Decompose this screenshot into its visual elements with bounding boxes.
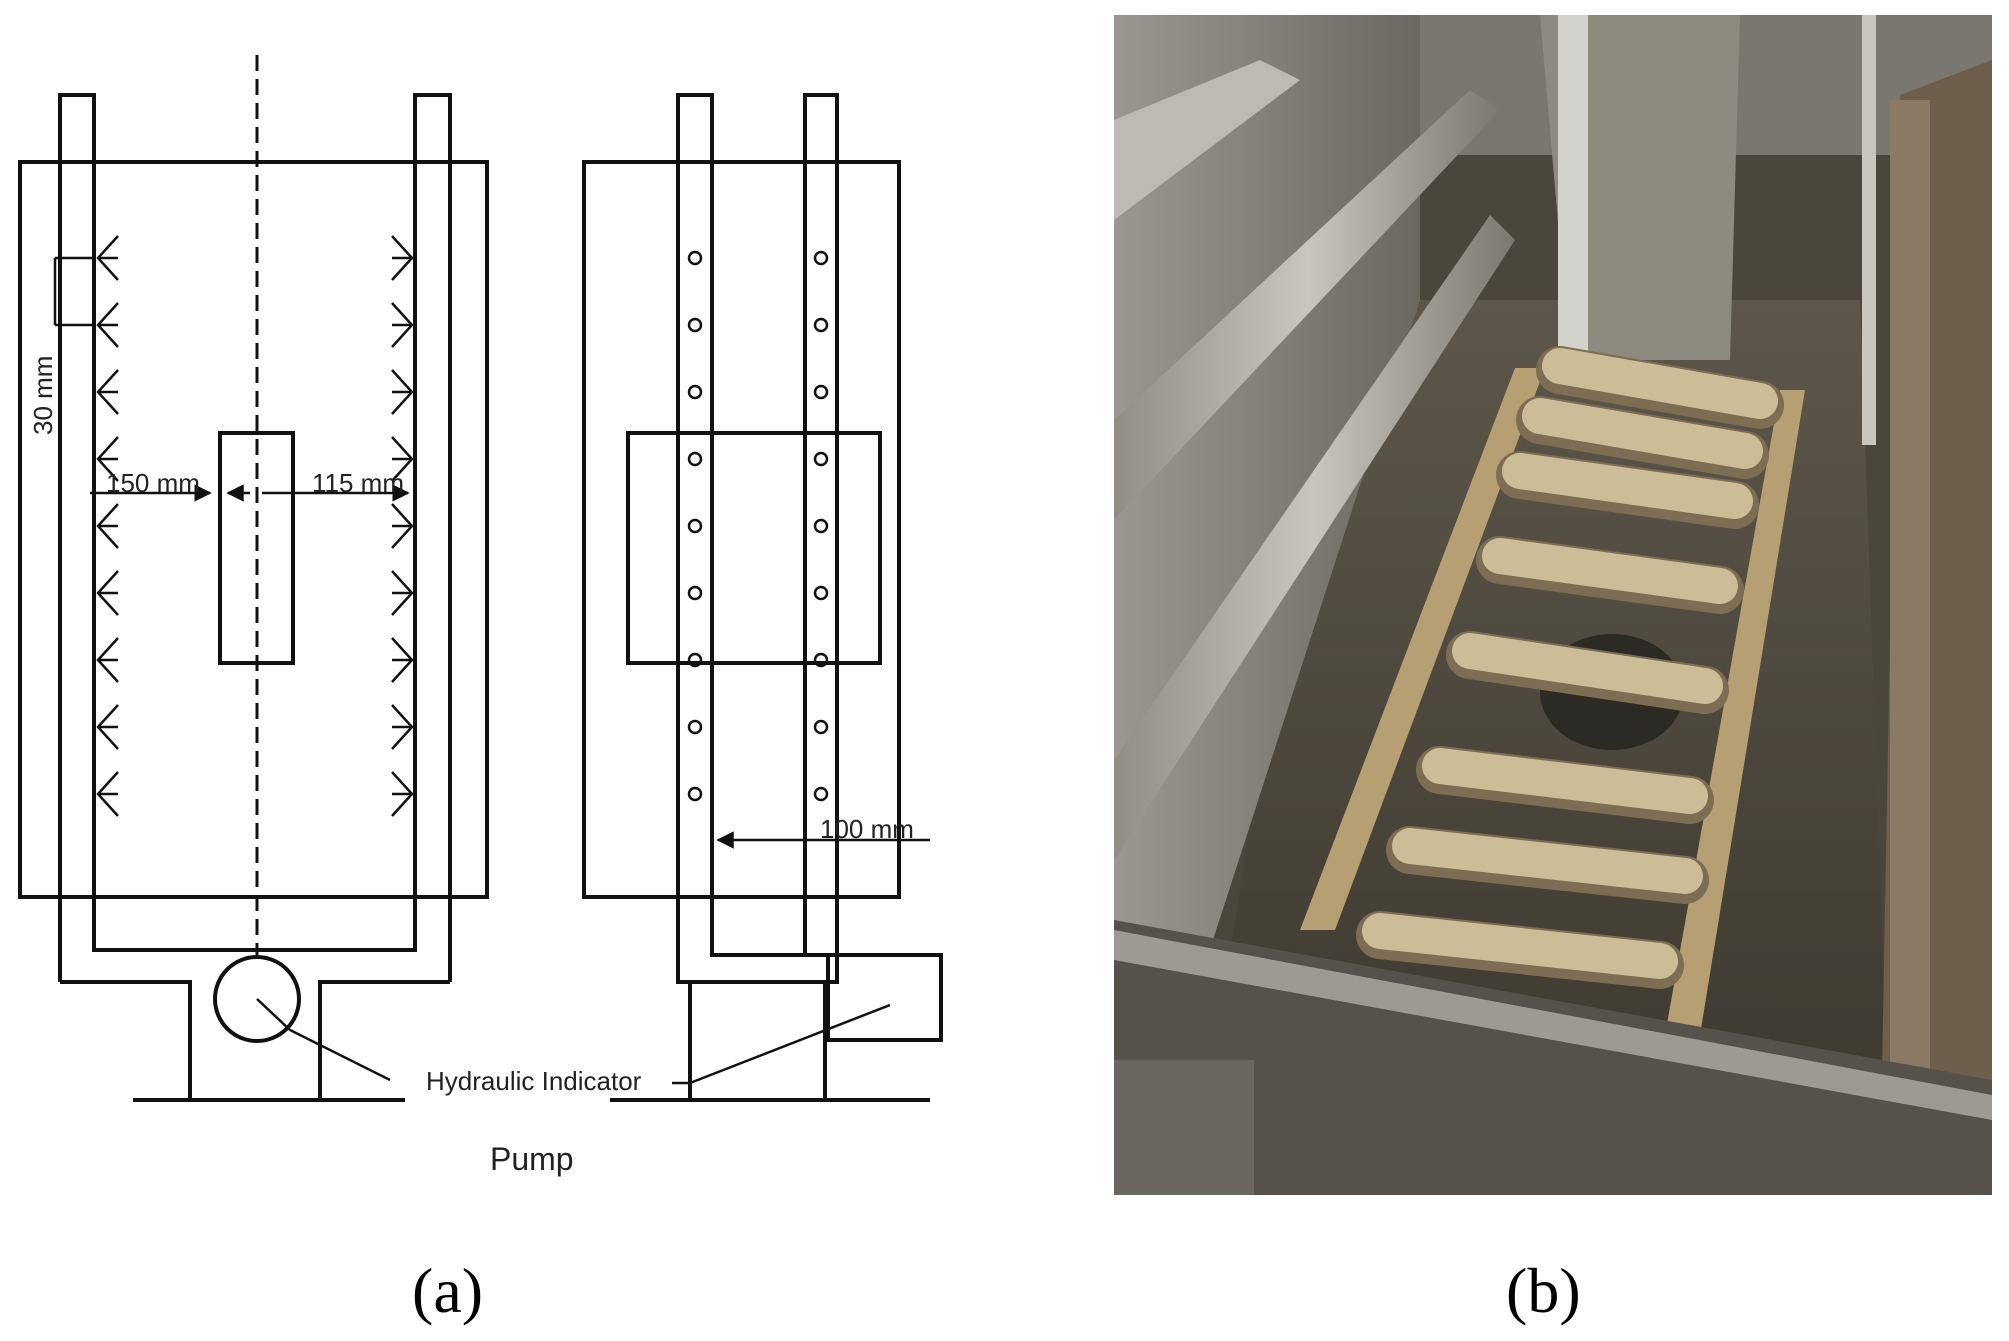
nozzle-chevron-left	[96, 570, 119, 616]
roller	[1522, 398, 1763, 469]
dimension-label-115mm: 115 mm	[312, 468, 404, 498]
nozzle-chevron-left	[96, 436, 119, 482]
nozzle-chevron-right	[391, 436, 414, 482]
spray-hole	[813, 384, 829, 400]
nozzle-chevron-left	[96, 369, 119, 415]
spray-hole	[813, 317, 829, 333]
dimension-horizontal: 150 mm 115 mm	[90, 468, 410, 502]
side-view-pipe	[676, 93, 839, 982]
specimen-rollers	[1356, 346, 1784, 989]
specimen-side	[626, 431, 882, 665]
leader-right	[689, 1003, 891, 1085]
pump-base	[60, 980, 450, 1100]
nozzle-chevron-left	[96, 503, 119, 549]
panel-a-diagram: 30 mm 150 mm 115 mm	[18, 55, 943, 1326]
spray-hole	[687, 451, 703, 467]
dimension-label-30mm: 30 mm	[28, 356, 58, 435]
nozzle-chevron-right	[391, 637, 414, 683]
spray-hole	[687, 786, 703, 802]
spray-hole	[813, 451, 829, 467]
nozzle-chevron-right	[391, 704, 414, 750]
spray-hole	[813, 786, 829, 802]
spray-hole	[687, 384, 703, 400]
nozzle-chevron-left	[96, 235, 119, 281]
spray-holes-right	[813, 250, 829, 802]
spray-holes-left	[687, 250, 703, 802]
spray-hole	[813, 719, 829, 735]
hydraulic-indicator-gauge	[213, 955, 301, 1043]
spray-hole	[813, 250, 829, 266]
gauge-needle	[256, 998, 291, 1031]
caption-a: (a)	[412, 1255, 483, 1326]
nozzle-chevron-left	[96, 704, 119, 750]
pump-label: Pump	[490, 1141, 574, 1177]
nozzle-chevron-left	[96, 302, 119, 348]
roller	[1392, 828, 1703, 894]
spray-hole	[813, 585, 829, 601]
dimension-vertical-spacing: 30 mm	[28, 256, 95, 435]
side-view-tank	[582, 160, 901, 899]
roller	[1422, 748, 1708, 814]
nozzle-chevron-right	[391, 771, 414, 817]
spray-hole	[687, 518, 703, 534]
side-view-indicator-box	[826, 953, 943, 1042]
roller	[1542, 348, 1778, 419]
roller	[1482, 538, 1738, 604]
spray-hole	[687, 250, 703, 266]
hydraulic-indicator-label: Hydraulic Indicator	[426, 1066, 642, 1096]
spray-hole	[813, 518, 829, 534]
nozzle-chevron-right	[391, 503, 414, 549]
front-view: 30 mm 150 mm 115 mm	[18, 55, 489, 1102]
caption-b: (b)	[1506, 1255, 1581, 1326]
dimension-label-150mm: 150 mm	[106, 468, 200, 498]
nozzle-chevron-left	[96, 637, 119, 683]
nozzle-chevron-right	[391, 369, 414, 415]
side-view: 100 mm	[582, 93, 943, 1102]
spray-hole	[687, 652, 703, 668]
tank-photograph	[1114, 15, 1992, 1195]
front-view-pipe-outer	[58, 93, 452, 982]
spray-hole	[687, 317, 703, 333]
leader-left	[289, 1028, 391, 1082]
roller	[1362, 913, 1678, 979]
nozzle-chevron-right	[391, 302, 414, 348]
dimension-pipe-offset: 100 mm	[716, 814, 930, 849]
side-view-pipe-bottom	[676, 955, 839, 984]
nozzle-chevron-right	[391, 235, 414, 281]
front-view-tank	[18, 160, 489, 899]
nozzle-chevron-left	[96, 771, 119, 817]
panel-b-photo: (b)	[1114, 15, 1992, 1326]
nozzle-chevron-right	[391, 570, 414, 616]
dimension-label-100mm: 100 mm	[820, 814, 914, 844]
spray-hole	[687, 719, 703, 735]
spray-hole	[687, 585, 703, 601]
spray-hole	[813, 652, 829, 668]
roller	[1502, 453, 1753, 519]
nozzles-right	[391, 235, 414, 817]
roller	[1452, 633, 1723, 704]
nozzles-left	[96, 235, 119, 817]
